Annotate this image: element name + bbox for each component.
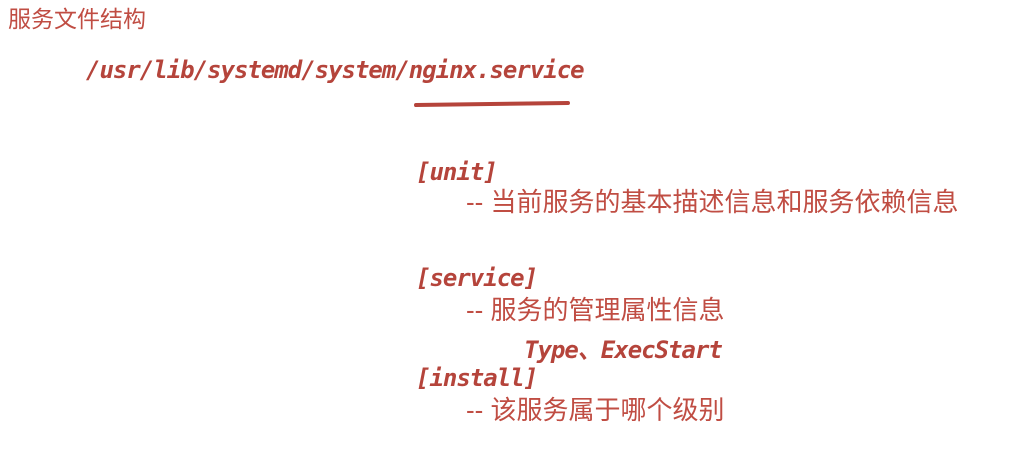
- section-service-header: [service]: [416, 264, 538, 292]
- section-unit-header: [unit]: [416, 158, 498, 186]
- service-file-path: /usr/lib/systemd/system/nginx.service: [86, 56, 585, 84]
- page-title: 服务文件结构: [8, 6, 146, 32]
- section-install-header: [install]: [416, 364, 538, 392]
- section-unit-desc: -- 当前服务的基本描述信息和服务依赖信息: [466, 187, 959, 217]
- path-underline-stroke: [413, 100, 571, 108]
- section-service-desc: -- 服务的管理属性信息: [466, 295, 725, 325]
- section-install-desc: -- 该服务属于哪个级别: [466, 395, 725, 425]
- section-service-extra-keys: Type、ExecStart: [524, 336, 723, 364]
